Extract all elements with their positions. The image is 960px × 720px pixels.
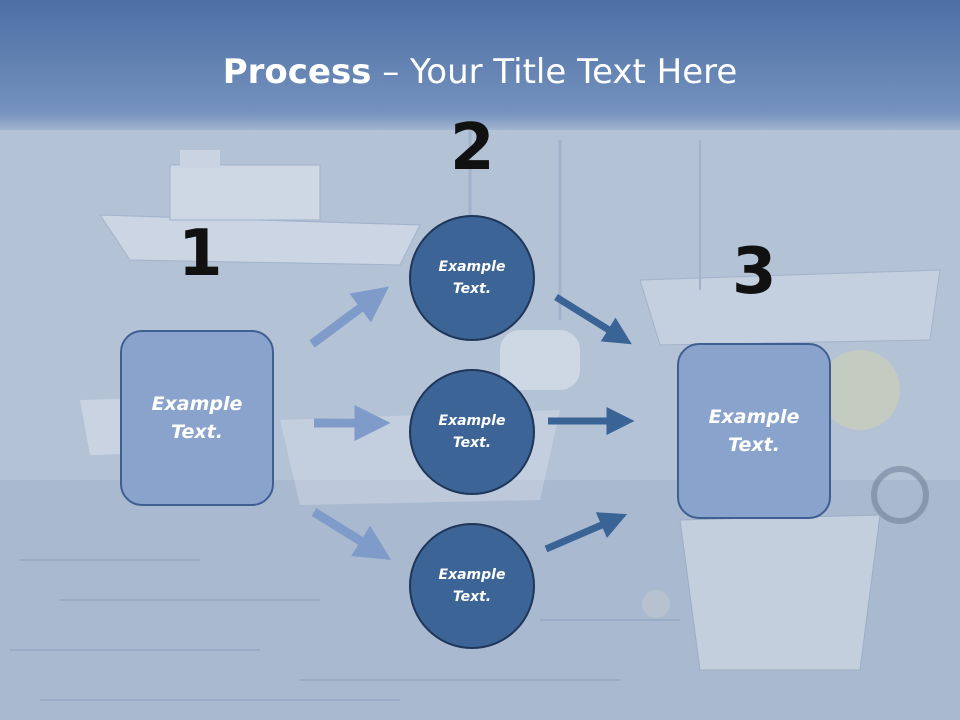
arrow-left-to-bottom (311, 508, 392, 560)
slide-title: Process – Your Title Text Here (0, 52, 960, 92)
circle-middle-line2: Text. (452, 435, 492, 451)
arrow-left-to-top (309, 286, 390, 348)
arrow-top-to-right (554, 294, 632, 345)
step-number-3: 3 (732, 235, 777, 309)
output-box-line1: Example (708, 405, 800, 428)
arrow-bottom-to-right (544, 512, 628, 553)
step-number-2: 2 (450, 111, 495, 185)
input-box-line2: Text. (171, 421, 223, 443)
circle-bottom-line1: Example (438, 566, 506, 583)
title-band (0, 0, 960, 130)
title-rest: – Your Title Text Here (371, 52, 738, 92)
circle-middle-line1: Example (438, 412, 506, 429)
step-number-1: 1 (178, 217, 223, 291)
circle-top-line2: Text. (452, 281, 492, 297)
output-box-line2: Text. (728, 434, 780, 456)
input-box-line1: Example (151, 392, 243, 415)
title-bold: Process (222, 52, 372, 92)
circle-top-line1: Example (438, 258, 506, 275)
circle-bottom-line2: Text. (452, 589, 492, 605)
